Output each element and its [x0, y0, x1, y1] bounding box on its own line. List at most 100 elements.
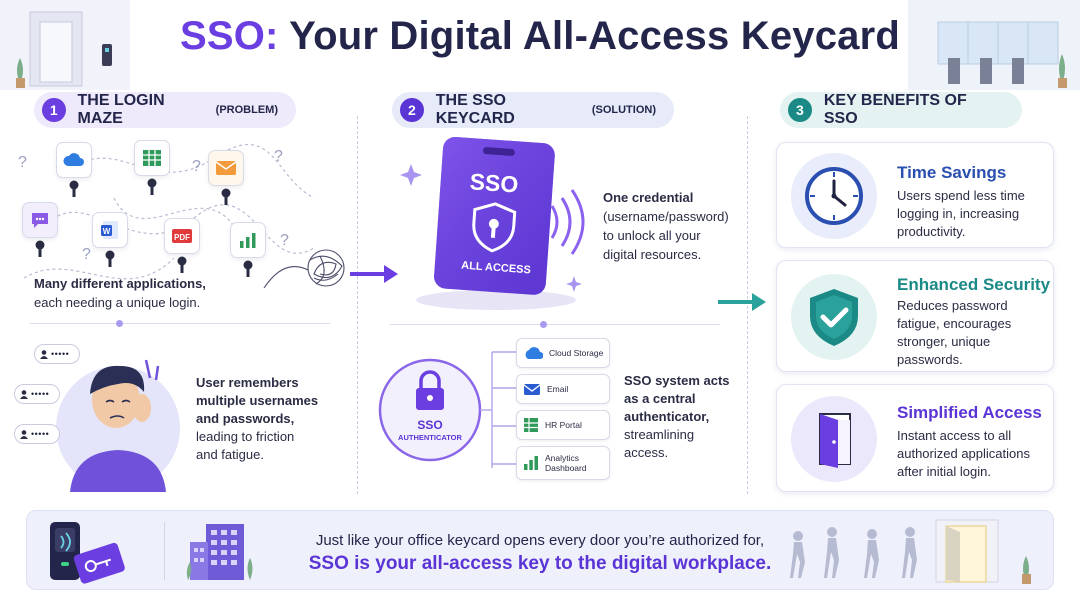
padlock-icon: [105, 250, 115, 267]
password-mask: •••••: [51, 349, 70, 359]
padlock-icon: [243, 260, 253, 277]
keycard-reader-illustration: [50, 522, 125, 584]
service-cloud-storage: Cloud Storage: [516, 338, 610, 368]
service-hr-portal: HR Portal: [516, 410, 610, 440]
benefit-description: Users spend less time logging in, increa…: [897, 187, 1047, 241]
stressed-user-illustration: [56, 359, 180, 492]
column-divider: [747, 116, 748, 494]
mail-icon: [215, 161, 237, 175]
authenticator-caption-line: access.: [624, 445, 669, 460]
benefit-description-line: fatigue, encourages: [897, 316, 1012, 331]
service-email: Email: [516, 374, 610, 404]
grid-table-icon: [524, 418, 538, 432]
authenticator-sublabel: AUTHENTICATOR: [398, 433, 462, 442]
section-sublabel: (PROBLEM): [215, 104, 278, 116]
divider-dot: [116, 320, 123, 327]
padlock-icon: [69, 180, 79, 197]
section-number: 1: [42, 98, 66, 122]
benefit-icon-circle: [791, 396, 877, 482]
authenticator-caption-line: as a central: [624, 391, 696, 406]
pdf-app-tile: PDF: [164, 218, 200, 254]
benefit-icon-circle: [791, 153, 877, 239]
office-door-illustration: [0, 0, 130, 90]
arrow-right-icon: [718, 293, 766, 311]
clock-icon: [805, 167, 863, 225]
office-gates-illustration: [908, 0, 1080, 90]
user-icon: [20, 429, 28, 439]
mail-icon: [523, 383, 541, 395]
title-rest: Your Digital All-Access Keycard: [278, 14, 901, 58]
user-caption-line: multiple usernames: [196, 393, 319, 408]
chat-icon: [32, 213, 48, 228]
page-title: SSO: Your Digital All-Access Keycard: [0, 14, 1080, 59]
authenticator-caption-line: SSO system acts: [624, 373, 730, 388]
benefit-title: Time Savings: [897, 163, 1007, 182]
password-bubble: •••••: [14, 424, 60, 444]
user-icon: [40, 349, 48, 359]
service-label: Cloud Storage: [549, 348, 604, 358]
benefit-description-line: authorized applications: [897, 446, 1030, 461]
section-label: THE SSO KEYCARD: [435, 92, 515, 127]
office-building-illustration: [186, 524, 253, 580]
question-mark: ?: [280, 232, 289, 249]
walking-people-illustration: [790, 519, 1031, 584]
keycard-caption: One credential (username/password) to un…: [603, 188, 743, 264]
section-pill-benefits: 3 KEY BENEFITS OF SSO: [780, 92, 1022, 128]
word-doc-icon: W: [101, 221, 118, 239]
banner-line-1: Just like your office keycard opens ever…: [315, 532, 765, 549]
padlock-icon: [35, 240, 45, 257]
title-prefix: SSO:: [179, 14, 279, 58]
row-divider: [30, 323, 330, 324]
chat-app-tile: [22, 202, 58, 238]
padlock-icon: [221, 188, 231, 205]
cloud-icon: [63, 153, 84, 166]
banner-divider: [164, 522, 165, 580]
row-divider: [390, 324, 720, 325]
benefit-description-line: stronger, unique: [897, 334, 991, 349]
question-mark: ?: [18, 154, 27, 171]
section-number: 2: [400, 98, 424, 122]
user-caption-line: leading to friction: [196, 429, 295, 444]
cloud-app-tile: [56, 142, 92, 178]
cloud-icon: [525, 347, 543, 359]
section-label: THE LOGIN MAZE: [77, 92, 165, 127]
authenticator-caption: SSO system acts as a central authenticat…: [624, 372, 744, 462]
benefit-description-line: logging in, increasing: [897, 206, 1020, 221]
shield-check-icon: [810, 289, 858, 346]
benefit-description-line: passwords.: [897, 352, 963, 367]
user-icon: [20, 389, 28, 399]
benefit-card-time-savings: Time Savings Users spend less time loggi…: [776, 142, 1054, 248]
service-label: HR Portal: [545, 420, 582, 430]
padlock-icon: [177, 256, 187, 273]
password-mask: •••••: [31, 389, 50, 399]
analytics-app-tile: [230, 222, 266, 258]
question-mark: ?: [274, 148, 283, 165]
spreadsheet-app-tile: [134, 140, 170, 176]
benefit-description: Instant access to all authorized applica…: [897, 427, 1049, 481]
keycard-caption-line: to unlock all your: [603, 228, 701, 243]
benefit-title: Simplified Access: [897, 403, 1042, 422]
sso-keycard-illustration: [400, 136, 585, 310]
keycard-caption-line: digital resources.: [603, 247, 702, 262]
user-caption-line: and passwords,: [196, 411, 295, 426]
section-pill-problem: 1 THE LOGIN MAZE (PROBLEM): [34, 92, 296, 128]
service-label: Email: [547, 384, 569, 394]
service-analytics-dashboard: Analytics Dashboard: [516, 446, 610, 480]
keycard-caption-line: One credential: [603, 190, 694, 205]
benefit-description-line: Users spend less time: [897, 188, 1025, 203]
open-door-icon: [819, 413, 851, 468]
padlock-icon: [147, 178, 157, 195]
pdf-icon-text: PDF: [174, 233, 190, 242]
benefit-title: Enhanced Security: [897, 275, 1051, 294]
section-sublabel: (SOLUTION): [591, 104, 656, 116]
authenticator-hub: [378, 351, 516, 468]
arrow-right-icon: [350, 265, 398, 283]
banner-line-2: SSO is your all-access key to the digita…: [308, 553, 772, 574]
apps-caption-line: Many different applications,: [34, 276, 206, 291]
benefit-description-line: Reduces password: [897, 298, 1008, 313]
apps-caption: Many different applications, each needin…: [34, 274, 234, 312]
word-app-tile: W: [92, 212, 128, 248]
section-label: KEY BENEFITS OF SSO: [823, 92, 967, 127]
authenticator-label: SSO: [417, 418, 443, 432]
benefit-description-line: after initial login.: [897, 464, 991, 479]
